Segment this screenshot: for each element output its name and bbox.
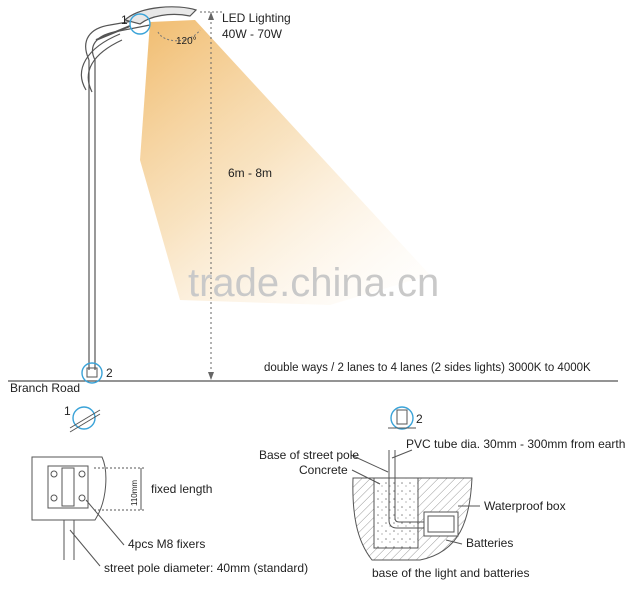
- led-lighting-label: LED Lighting: [222, 11, 291, 25]
- base-caption-label: base of the light and batteries: [372, 566, 529, 580]
- detail-2-icon: [388, 406, 416, 430]
- street-pole: [81, 17, 151, 370]
- base-of-pole-label: Base of street pole: [259, 448, 359, 462]
- concrete-label: Concrete: [299, 463, 348, 477]
- lanes-label: double ways / 2 lanes to 4 lanes (2 side…: [264, 362, 591, 374]
- watermark: trade.china.cn: [188, 261, 439, 305]
- marker-1-circle: [129, 13, 151, 35]
- light-beam: [140, 20, 430, 305]
- waterproof-box-label: Waterproof box: [484, 499, 566, 513]
- detail-2-marker: 2: [416, 412, 423, 426]
- marker-2-circle: [81, 362, 103, 384]
- batteries-label: Batteries: [466, 536, 513, 550]
- height-label: 6m - 8m: [228, 166, 272, 180]
- pvc-tube-label: PVC tube dia. 30mm - 300mm from earth: [406, 437, 625, 451]
- dimension-110-label: 110mm: [130, 480, 139, 506]
- wattage-label: 40W - 70W: [222, 27, 283, 41]
- detail-1-marker: 1: [64, 404, 71, 418]
- detail-1-icon: [69, 406, 101, 433]
- branch-road-label: Branch Road: [10, 381, 80, 395]
- foundation: [350, 449, 480, 561]
- fixers-label: 4pcs M8 fixers: [128, 537, 205, 551]
- marker-2-label: 2: [106, 366, 113, 380]
- marker-1-label: 1: [121, 13, 128, 27]
- fixed-length-label: fixed length: [151, 482, 212, 496]
- pole-diameter-label: street pole diameter: 40mm (standard): [104, 561, 308, 575]
- angle-label: 120°: [176, 36, 197, 47]
- mounting-bracket: [31, 456, 146, 567]
